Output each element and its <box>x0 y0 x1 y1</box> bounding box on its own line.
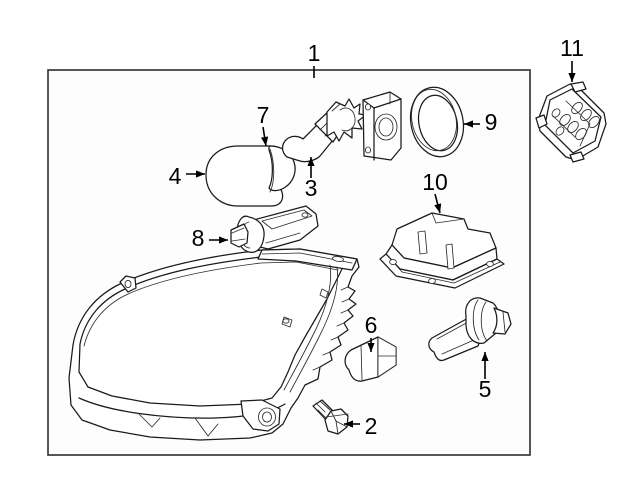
callout-11: 11 <box>560 35 584 82</box>
callout-label-5: 5 <box>479 376 492 402</box>
callouts-layer: 1 2 3 4 5 6 7 8 9 10 11 <box>169 35 584 439</box>
callout-label-4: 4 <box>169 163 182 189</box>
capsule-bulb <box>344 336 397 382</box>
callout-label-1: 1 <box>308 40 321 66</box>
callout-9: 9 <box>464 109 497 135</box>
callout-3: 3 <box>305 157 318 201</box>
hid-xenon-bulb <box>428 297 512 362</box>
callout-1: 1 <box>308 40 321 78</box>
callout-arrowhead-8 <box>219 236 228 244</box>
callout-6: 6 <box>365 312 378 352</box>
callout-arrowhead-2 <box>344 420 353 428</box>
callout-label-8: 8 <box>192 225 205 251</box>
callout-4: 4 <box>169 163 205 189</box>
callout-arrowhead-11 <box>568 73 576 82</box>
bulb-socket <box>281 98 367 163</box>
igniter-relay-module <box>535 81 607 163</box>
callout-label-10: 10 <box>422 169 448 195</box>
callout-label-3: 3 <box>305 175 318 201</box>
callout-arrowhead-4 <box>196 170 205 178</box>
callout-arrowhead-9 <box>464 120 473 128</box>
callout-arrowhead-5 <box>481 352 489 361</box>
callout-10: 10 <box>422 169 448 214</box>
mounting-bolt <box>312 399 349 435</box>
callout-7: 7 <box>257 102 270 147</box>
bulb-holder-socket <box>230 205 319 253</box>
square-socket-housing <box>362 91 402 161</box>
callout-label-7: 7 <box>257 102 270 128</box>
callout-label-11: 11 <box>560 35 584 61</box>
callout-arrowhead-10 <box>434 203 442 213</box>
callout-label-6: 6 <box>365 312 378 338</box>
headlamp-housing <box>68 248 360 441</box>
signal-bulb <box>205 145 296 207</box>
callout-2: 2 <box>344 413 377 439</box>
sealing-ring-gasket <box>409 86 465 158</box>
callout-label-2: 2 <box>365 413 378 439</box>
callout-label-9: 9 <box>485 109 498 135</box>
callout-arrowhead-6 <box>367 343 375 352</box>
callout-8: 8 <box>192 225 228 251</box>
callout-arrowhead-7 <box>261 136 269 146</box>
callout-5: 5 <box>479 352 492 402</box>
hid-ballast-control-unit <box>379 212 505 289</box>
callout-arrowhead-3 <box>307 157 315 166</box>
